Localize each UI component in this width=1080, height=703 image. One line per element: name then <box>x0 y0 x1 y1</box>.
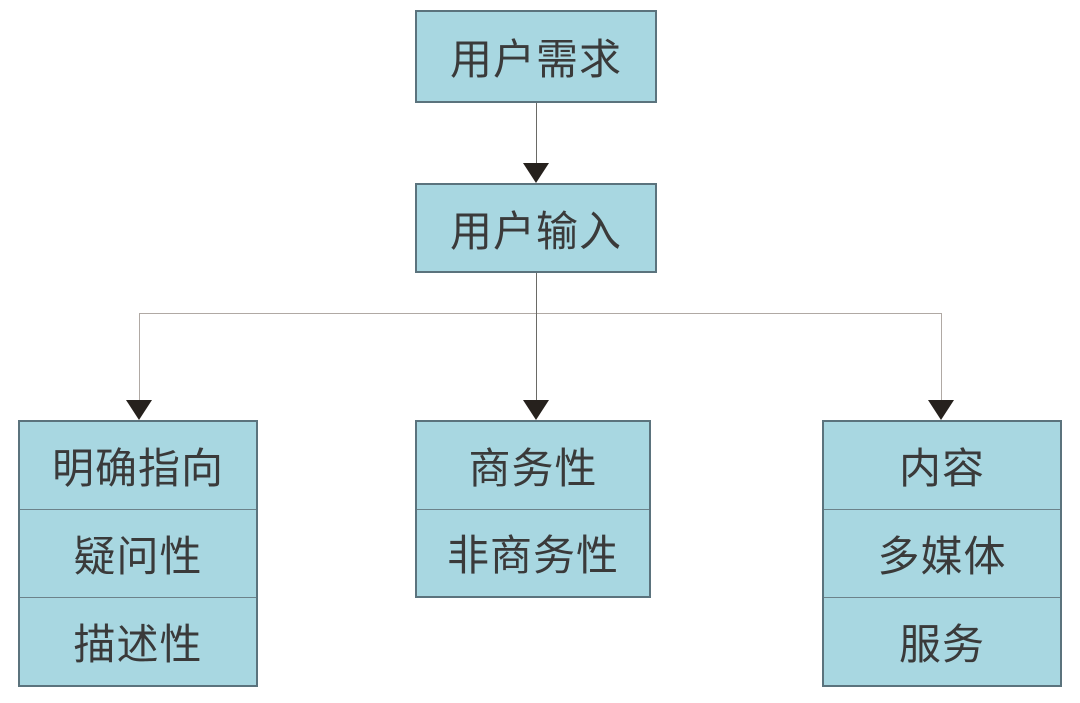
connector-root-to-input-line <box>536 103 537 164</box>
cell-commercial: 商务性 <box>417 422 649 509</box>
cell-content-label: 内容 <box>898 445 985 492</box>
cell-descriptive: 描述性 <box>20 597 256 685</box>
node-user-input: 用户输入 <box>415 183 657 273</box>
cell-multimedia-label: 多媒体 <box>877 533 1007 580</box>
branch-commercial-box: 商务性 非商务性 <box>415 420 651 598</box>
arrow-down-icon <box>523 163 549 183</box>
connector-left-branch-line <box>139 313 140 402</box>
cell-clear-direction-label: 明确指向 <box>51 445 224 492</box>
cell-service: 服务 <box>824 597 1060 685</box>
arrow-down-icon <box>523 400 549 420</box>
node-user-demand-label: 用户需求 <box>449 36 622 83</box>
cell-non-commercial: 非商务性 <box>417 508 649 597</box>
branch-direction-box: 明确指向 疑问性 描述性 <box>18 420 258 687</box>
node-user-demand: 用户需求 <box>415 10 657 103</box>
connector-input-stem-line <box>536 273 537 313</box>
cell-content: 内容 <box>824 422 1060 509</box>
cell-interrogative-label: 疑问性 <box>73 533 203 580</box>
node-user-input-label: 用户输入 <box>449 207 622 255</box>
connector-branch-bus-line <box>139 313 942 314</box>
cell-commercial-label: 商务性 <box>468 444 598 492</box>
cell-multimedia: 多媒体 <box>824 509 1060 597</box>
arrow-down-icon <box>126 400 152 420</box>
connector-middle-branch-line <box>536 313 537 402</box>
branch-content-box: 内容 多媒体 服务 <box>822 420 1062 687</box>
cell-service-label: 服务 <box>898 621 985 668</box>
connector-right-branch-line <box>941 313 942 402</box>
cell-clear-direction: 明确指向 <box>20 422 256 509</box>
cell-non-commercial-label: 非商务性 <box>446 532 619 580</box>
cell-descriptive-label: 描述性 <box>73 621 203 668</box>
cell-interrogative: 疑问性 <box>20 509 256 597</box>
arrow-down-icon <box>928 400 954 420</box>
